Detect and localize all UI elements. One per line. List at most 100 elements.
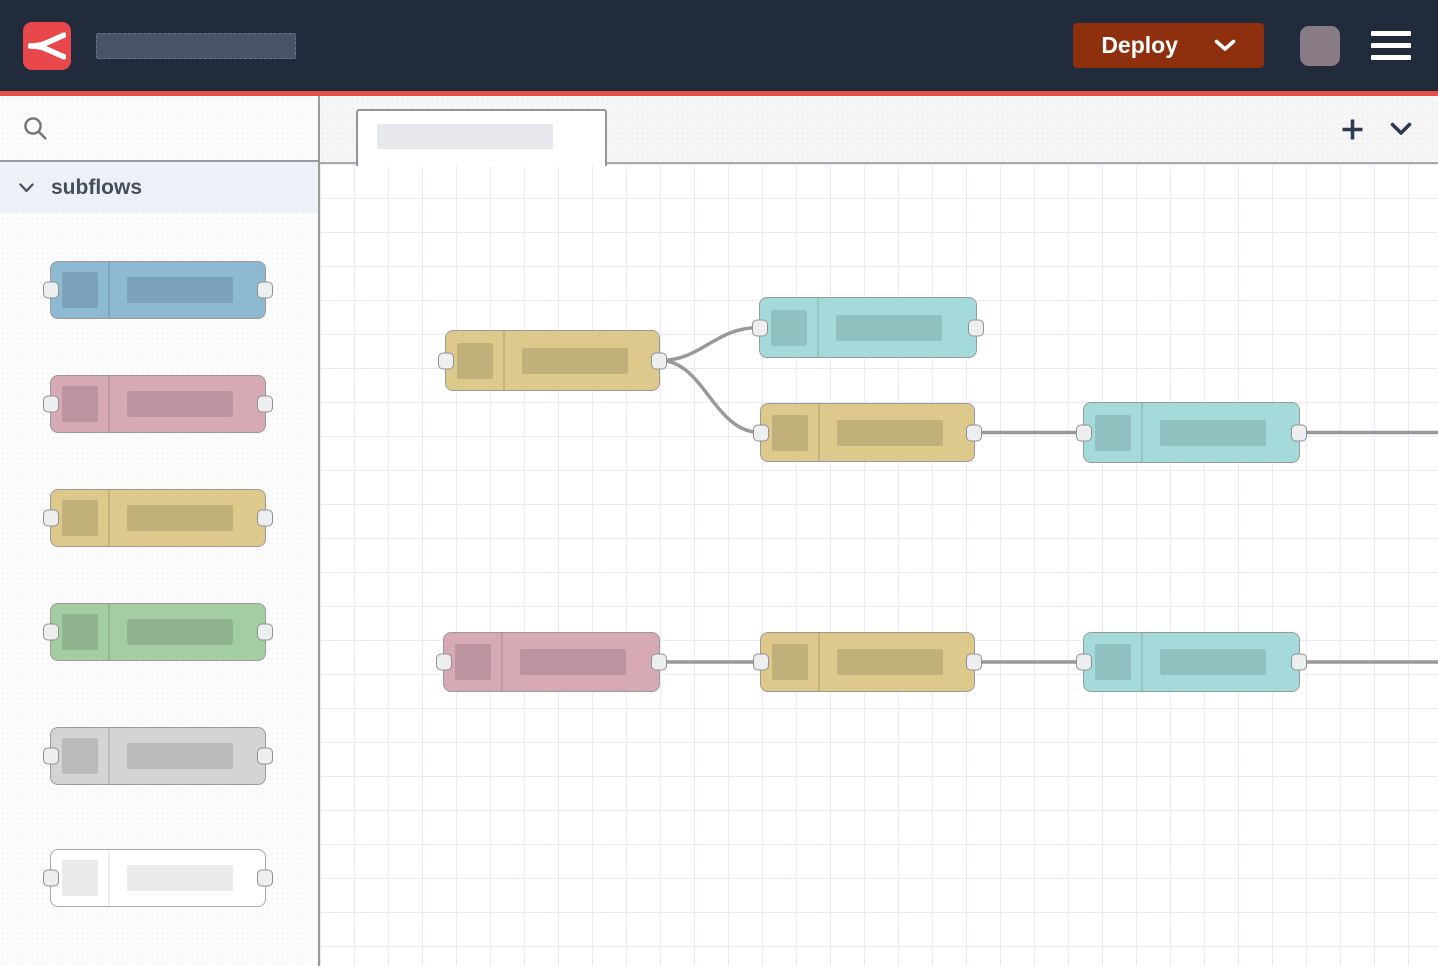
input-port[interactable]	[43, 747, 59, 765]
subflow-palette	[0, 213, 318, 966]
input-port[interactable]	[43, 509, 59, 527]
flow-tab-bar	[320, 96, 1438, 166]
deploy-button[interactable]: Deploy	[1073, 23, 1264, 68]
output-port[interactable]	[968, 319, 984, 336]
palette-node-yellow[interactable]	[43, 489, 273, 547]
palette-node-blue[interactable]	[43, 261, 273, 319]
hamburger-bar	[1371, 55, 1411, 60]
node-label-placeholder	[837, 419, 943, 446]
flow-node-yellow[interactable]	[438, 330, 667, 391]
subflows-section-header[interactable]: subflows	[0, 162, 318, 213]
output-port[interactable]	[1291, 424, 1307, 441]
node-label-placeholder	[127, 743, 233, 769]
input-port[interactable]	[43, 395, 59, 413]
flow-node-pink[interactable]	[436, 632, 667, 692]
flow-node-cyan[interactable]	[752, 297, 984, 358]
output-port[interactable]	[966, 424, 982, 441]
node-label-placeholder	[520, 649, 626, 675]
flow-node-yellow[interactable]	[753, 403, 982, 462]
node-divider	[108, 262, 110, 318]
node-divider	[1141, 633, 1143, 691]
node-divider	[1141, 403, 1143, 462]
palette-node-white[interactable]	[43, 849, 273, 907]
node-icon-placeholder	[62, 500, 98, 536]
node-label-placeholder	[127, 865, 233, 891]
hamburger-bar	[1371, 31, 1411, 36]
node-divider	[501, 633, 503, 691]
node-icon-placeholder	[772, 644, 808, 680]
output-port[interactable]	[257, 623, 273, 641]
node-label-placeholder	[837, 649, 943, 675]
wire[interactable]	[659, 358, 761, 435]
node-label-placeholder	[127, 391, 233, 417]
node-divider	[503, 331, 505, 390]
search-icon	[24, 116, 47, 140]
output-port[interactable]	[1291, 653, 1307, 671]
main-menu-button[interactable]	[1371, 31, 1411, 60]
input-port[interactable]	[43, 869, 59, 887]
tab-actions	[1340, 96, 1412, 162]
input-port[interactable]	[438, 352, 454, 369]
node-divider	[108, 850, 110, 906]
input-port[interactable]	[43, 623, 59, 641]
palette-node-gray[interactable]	[43, 727, 273, 785]
flow-node-yellow[interactable]	[753, 632, 982, 692]
flow-canvas[interactable]	[320, 164, 1438, 966]
node-icon-placeholder	[62, 738, 98, 774]
flow-tab[interactable]	[356, 109, 607, 166]
node-label-placeholder	[127, 619, 233, 645]
output-port[interactable]	[966, 653, 982, 671]
flow-node-cyan[interactable]	[1076, 632, 1307, 692]
workspace-title-placeholder	[96, 32, 296, 59]
input-port[interactable]	[753, 424, 769, 441]
output-port[interactable]	[651, 653, 667, 671]
app-header: Deploy	[0, 0, 1438, 91]
node-label-placeholder	[836, 314, 942, 341]
node-icon-placeholder	[1095, 414, 1131, 451]
palette-sidebar: subflows	[0, 96, 320, 966]
output-port[interactable]	[651, 352, 667, 369]
add-flow-button[interactable]	[1340, 117, 1365, 142]
node-divider	[108, 376, 110, 432]
output-port[interactable]	[257, 509, 273, 527]
node-icon-placeholder	[455, 644, 491, 680]
node-icon-placeholder	[62, 272, 98, 308]
node-label-placeholder	[127, 277, 233, 303]
node-red-logo	[23, 21, 71, 70]
node-label-placeholder	[1160, 419, 1266, 446]
flow-tab-label-placeholder	[377, 124, 553, 149]
output-port[interactable]	[257, 281, 273, 299]
node-icon-placeholder	[1095, 644, 1131, 680]
input-port[interactable]	[43, 281, 59, 299]
input-port[interactable]	[1076, 424, 1092, 441]
output-port[interactable]	[257, 869, 273, 887]
deploy-label: Deploy	[1101, 32, 1178, 58]
output-port[interactable]	[257, 395, 273, 413]
input-port[interactable]	[752, 319, 768, 336]
node-divider	[817, 298, 819, 357]
plus-icon	[1342, 119, 1363, 139]
palette-search[interactable]	[0, 96, 318, 162]
node-icon-placeholder	[772, 414, 808, 451]
wire-layer	[659, 325, 1438, 664]
flow-node-cyan[interactable]	[1076, 402, 1307, 463]
subflows-section-label: subflows	[51, 175, 143, 199]
node-divider	[818, 633, 820, 691]
node-label-placeholder	[1160, 649, 1266, 675]
input-port[interactable]	[1076, 653, 1092, 671]
input-port[interactable]	[436, 653, 452, 671]
user-avatar[interactable]	[1300, 25, 1340, 66]
palette-node-green[interactable]	[43, 603, 273, 661]
input-port[interactable]	[753, 653, 769, 671]
flow-list-button[interactable]	[1390, 122, 1412, 136]
wire[interactable]	[659, 325, 760, 363]
logo-fork-icon	[28, 31, 66, 60]
palette-node-pink[interactable]	[43, 375, 273, 433]
node-divider	[108, 490, 110, 546]
node-divider	[818, 404, 820, 461]
output-port[interactable]	[257, 747, 273, 765]
deploy-chevron-down-icon[interactable]	[1214, 39, 1236, 52]
node-icon-placeholder	[62, 386, 98, 422]
hamburger-bar	[1371, 43, 1411, 48]
node-icon-placeholder	[771, 309, 807, 346]
